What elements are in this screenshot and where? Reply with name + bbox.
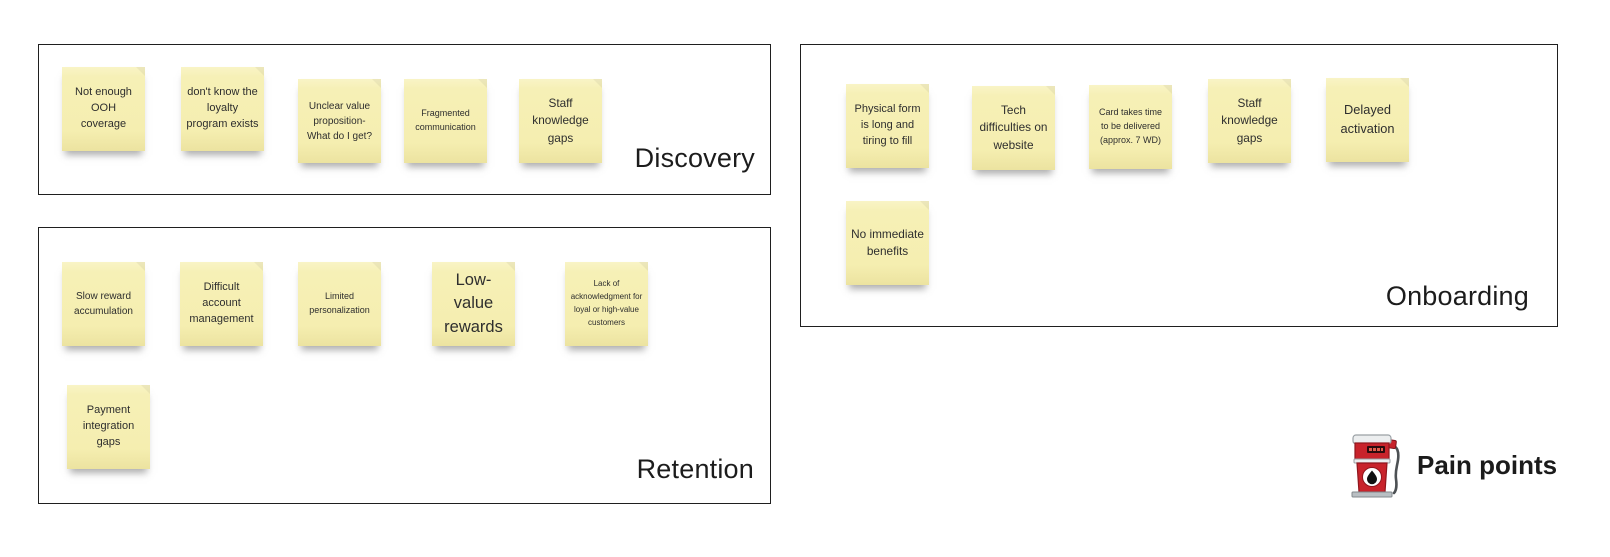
sticky-note[interactable]: Staff knowledge gaps bbox=[1208, 79, 1291, 163]
sticky-note[interactable]: Staff knowledge gaps bbox=[519, 79, 602, 163]
sticky-note-text: Unclear value proposition- What do I get… bbox=[306, 100, 373, 142]
sticky-note[interactable]: Slow reward accumulation bbox=[62, 262, 145, 346]
sticky-note-text: No immediate benefits bbox=[851, 226, 924, 258]
sticky-note[interactable]: Delayed activation bbox=[1326, 78, 1409, 162]
sticky-note[interactable]: Difficult account management bbox=[180, 262, 263, 346]
sticky-note-text: Not enough OOH coverage bbox=[75, 86, 132, 130]
sticky-note-text: Staff knowledge gaps bbox=[532, 96, 589, 145]
sticky-note[interactable]: Low-value rewards bbox=[432, 262, 515, 346]
sticky-note[interactable]: Tech difficulties on website bbox=[972, 86, 1055, 170]
frame-onboarding[interactable]: Physical form is long and tiring to fill… bbox=[800, 44, 1558, 327]
sticky-note[interactable]: Payment integration gaps bbox=[67, 385, 150, 469]
sticky-note-text: Staff knowledge gaps bbox=[1221, 96, 1278, 145]
sticky-note[interactable]: Physical form is long and tiring to fill bbox=[846, 84, 929, 168]
sticky-note-text: Delayed activation bbox=[1340, 102, 1395, 136]
sticky-note-text: Payment integration gaps bbox=[82, 404, 135, 448]
sticky-note-text: Fragmented communication bbox=[415, 108, 476, 132]
sticky-note-text: Slow reward accumulation bbox=[74, 291, 133, 317]
section-label-discovery[interactable]: Discovery bbox=[634, 143, 755, 173]
legend-label: Pain points bbox=[1417, 449, 1558, 480]
sticky-note[interactable]: don't know the loyalty program exists bbox=[181, 67, 264, 151]
gas-pump-icon bbox=[1346, 432, 1402, 498]
sticky-note[interactable]: Card takes time to be delivered (approx.… bbox=[1089, 85, 1172, 169]
sticky-note-text: Lack of acknowledgment for loyal or high… bbox=[570, 279, 643, 327]
section-label-onboarding[interactable]: Onboarding bbox=[1385, 281, 1529, 311]
sticky-note[interactable]: Limited personalization bbox=[298, 262, 381, 346]
sticky-note[interactable]: Fragmented communication bbox=[404, 79, 487, 163]
sticky-note-text: don't know the loyalty program exists bbox=[186, 86, 259, 130]
sticky-note-text: Difficult account management bbox=[189, 281, 254, 325]
frame-discovery[interactable]: Not enough OOH coverage don't know the l… bbox=[38, 44, 771, 195]
sticky-note-text: Physical form is long and tiring to fill bbox=[854, 103, 921, 147]
sticky-note[interactable]: No immediate benefits bbox=[846, 201, 929, 285]
legend-pain-points[interactable]: Pain points bbox=[1346, 432, 1557, 498]
sticky-note-text: Card takes time to be delivered (approx.… bbox=[1098, 107, 1163, 145]
sticky-note-text: Limited personalization bbox=[309, 291, 370, 315]
sticky-note[interactable]: Not enough OOH coverage bbox=[62, 67, 145, 151]
sticky-note[interactable]: Lack of acknowledgment for loyal or high… bbox=[565, 262, 648, 346]
section-label-retention[interactable]: Retention bbox=[636, 454, 754, 484]
sticky-note[interactable]: Unclear value proposition- What do I get… bbox=[298, 79, 381, 163]
sticky-note-text: Low-value rewards bbox=[444, 271, 503, 336]
frame-retention[interactable]: Slow reward accumulation Difficult accou… bbox=[38, 227, 771, 504]
sticky-note-text: Tech difficulties on website bbox=[979, 103, 1048, 152]
